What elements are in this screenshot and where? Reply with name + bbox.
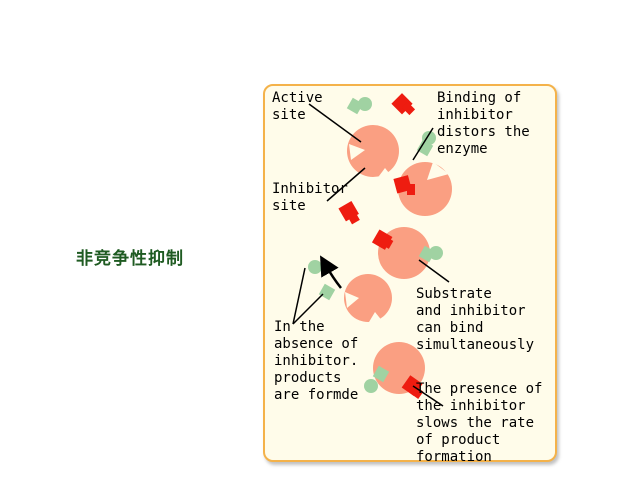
label-presence-of-inhibitor: The presence of the inhibitor slows the … [416,381,543,465]
label-binding-of-inhibitor: Binding of inhibitor distors the enzyme [437,90,530,157]
label-inhibitor-site: Inhibitor site [272,181,348,214]
label-absence-of-inhibitor: In the absence of inhibitor. products ar… [274,319,359,403]
enzyme-substrate-inhibitor [371,227,443,279]
enzyme-distorted [393,131,452,216]
free-inhibitor-top [391,93,416,116]
free-inhibitor-mid [338,200,360,225]
free-substrate-top [346,97,372,115]
diagram-canvas [292,93,452,407]
diagram-panel: Active site Binding of inhibitor distors… [263,84,557,465]
enzyme-with-inhibitor [364,342,425,399]
release-arrow [320,255,342,289]
leader-lines [292,103,450,407]
enzyme-without-inhibitor [344,274,392,322]
label-active-site: Active site [272,90,323,123]
enzyme-unbound [347,125,399,178]
label-substrate-and-inhibitor: Substrate and inhibitor can bind simulta… [416,286,535,353]
free-products [308,260,336,301]
slide-title: 非竞争性抑制 [76,249,184,269]
